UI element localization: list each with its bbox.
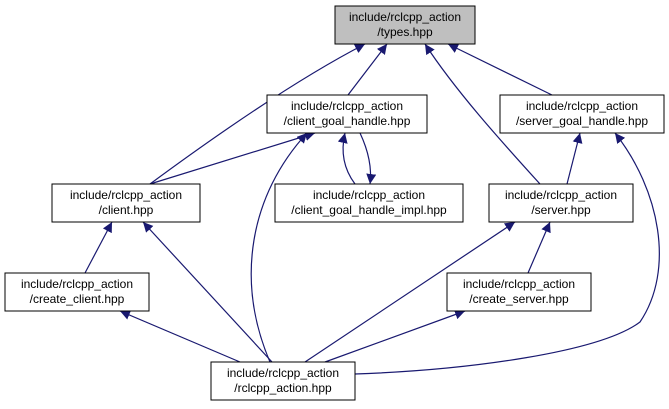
edge-line xyxy=(250,132,308,363)
node-label-line: include/rclcpp_action xyxy=(526,99,638,113)
edge-line xyxy=(447,43,553,96)
edge-create_server-to-server xyxy=(527,221,551,274)
node-label-line: include/rclcpp_action xyxy=(463,277,575,291)
edge-line xyxy=(84,221,113,274)
edge-line xyxy=(119,310,241,363)
node-rclcpp-action[interactable]: include/rclcpp_action/rclcpp_action.hpp xyxy=(210,361,356,401)
node-create-client[interactable]: include/rclcpp_action/create_client.hpp xyxy=(4,272,150,312)
edge-client_goal_handle_impl-to-client_goal_handle xyxy=(337,132,356,185)
node-box[interactable] xyxy=(4,272,150,312)
edge-server_goal_handle-to-types xyxy=(447,43,553,96)
nodes-layer: include/rclcpp_action/types.hppinclude/r… xyxy=(4,5,665,401)
edge-line xyxy=(149,131,316,185)
node-box[interactable] xyxy=(274,183,464,223)
node-label-line: /create_client.hpp xyxy=(30,292,125,306)
node-label-line: include/rclcpp_action xyxy=(21,277,133,291)
edge-line xyxy=(149,43,366,185)
node-server[interactable]: include/rclcpp_action/server.hpp xyxy=(488,183,634,223)
node-box[interactable] xyxy=(266,94,428,134)
edge-line xyxy=(337,132,356,185)
edge-line xyxy=(424,43,541,185)
edge-line xyxy=(324,309,466,363)
edge-client-to-types xyxy=(149,43,366,185)
node-label-line: include/rclcpp_action xyxy=(291,99,403,113)
node-box[interactable] xyxy=(499,94,665,134)
node-label-line: /create_server.hpp xyxy=(469,292,569,306)
node-label-line: /types.hpp xyxy=(377,25,433,39)
node-label-line: /server.hpp xyxy=(531,203,591,217)
node-client[interactable]: include/rclcpp_action/client.hpp xyxy=(51,183,201,223)
edges-layer xyxy=(84,43,660,375)
edge-rclcpp_action-to-create_client xyxy=(119,310,241,363)
node-types[interactable]: include/rclcpp_action/types.hpp xyxy=(334,5,476,45)
edge-line xyxy=(527,221,551,274)
node-label-line: /server_goal_handle.hpp xyxy=(516,114,648,128)
node-create-server[interactable]: include/rclcpp_action/create_server.hpp xyxy=(446,272,592,312)
node-label-line: /client_goal_handle.hpp xyxy=(284,114,411,128)
node-label-line: /client.hpp xyxy=(99,203,154,217)
node-label-line: include/rclcpp_action xyxy=(313,188,425,202)
node-label-line: include/rclcpp_action xyxy=(505,188,617,202)
edge-client-to-client_goal_handle xyxy=(149,131,316,185)
edge-client_goal_handle-to-types xyxy=(347,43,388,96)
node-label-line: include/rclcpp_action xyxy=(227,366,339,380)
node-client-goal-handle-impl[interactable]: include/rclcpp_action/client_goal_handle… xyxy=(274,183,464,223)
node-client-goal-handle[interactable]: include/rclcpp_action/client_goal_handle… xyxy=(266,94,428,134)
edge-line xyxy=(566,132,583,185)
node-box[interactable] xyxy=(334,5,476,45)
node-box[interactable] xyxy=(488,183,634,223)
node-box[interactable] xyxy=(210,361,356,401)
node-box[interactable] xyxy=(51,183,201,223)
edge-line xyxy=(347,43,388,96)
node-label-line: include/rclcpp_action xyxy=(70,188,182,202)
edge-client_goal_handle-to-client_goal_handle_impl xyxy=(359,132,377,185)
edge-line xyxy=(304,221,516,363)
node-label-line: /rclcpp_action.hpp xyxy=(234,381,332,395)
edge-line xyxy=(354,132,660,375)
node-box[interactable] xyxy=(446,272,592,312)
edge-line xyxy=(359,132,377,185)
edge-rclcpp_action-to-client xyxy=(142,221,273,363)
node-label-line: include/rclcpp_action xyxy=(349,10,461,24)
node-label-line: /client_goal_handle_impl.hpp xyxy=(291,203,447,217)
edge-server-to-server_goal_handle xyxy=(566,132,583,185)
edge-rclcpp_action-to-server_goal_handle xyxy=(354,132,660,375)
edge-create_client-to-client xyxy=(84,221,113,274)
edge-rclcpp_action-to-create_server xyxy=(324,309,466,363)
node-server-goal-handle[interactable]: include/rclcpp_action/server_goal_handle… xyxy=(499,94,665,134)
edge-rclcpp_action-to-server xyxy=(304,221,516,363)
edge-line xyxy=(142,221,273,363)
edge-rclcpp_action-to-client_goal_handle xyxy=(250,132,308,363)
edge-server-to-types xyxy=(424,43,541,185)
